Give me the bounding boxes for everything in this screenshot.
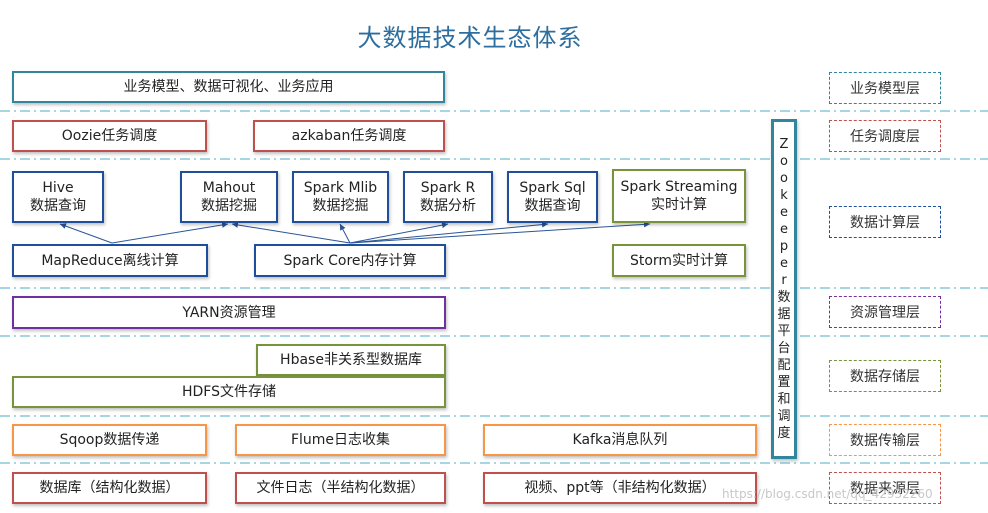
hive-name: Hive (42, 180, 74, 196)
box-sqoop: Sqoop数据传递 (12, 424, 207, 456)
zk-char: p (779, 239, 789, 254)
box-hbase: Hbase非关系型数据库 (256, 344, 446, 376)
arrow-sparkcore-to-mahout (231, 221, 351, 244)
zk-char: o (780, 171, 788, 186)
zk-char: 调 (777, 409, 791, 424)
layer-dividers (0, 110, 988, 464)
box-hive: Hive 数据查询 (12, 171, 104, 223)
mlib-role: 数据挖掘 (312, 198, 369, 214)
sparkr-role: 数据分析 (420, 198, 476, 214)
watermark-text: https://blog.csdn.net/qq_42932260 (722, 487, 933, 501)
box-storm: Storm实时计算 (612, 244, 746, 277)
arrow-sparkcore-to-sparkr (349, 222, 449, 244)
mahout-role: 数据挖掘 (201, 198, 257, 214)
arrow-sparkcore-to-streaming (349, 221, 651, 244)
sparkr-name: Spark R (420, 180, 476, 196)
box-spark-streaming: Spark Streaming 实时计算 (612, 169, 746, 223)
box-video-ppt: 视频、ppt等（非结构化数据） (483, 472, 757, 504)
layer-label-source: 数据来源层 (829, 472, 941, 504)
zk-char: r (781, 273, 787, 288)
layer-label-model: 业务模型层 (829, 72, 941, 104)
streaming-name: Spark Streaming (620, 179, 738, 195)
zk-char: 和 (777, 392, 791, 407)
zk-char: 度 (777, 426, 791, 441)
zk-char: k (780, 188, 788, 203)
zk-char: o (780, 154, 788, 169)
zk-char: 置 (777, 375, 791, 390)
layer-label-transfer: 数据传输层 (829, 424, 941, 456)
layer-label-compute: 数据计算层 (829, 206, 941, 238)
zk-char: e (780, 222, 788, 237)
diagram-title: 大数据技术生态体系 (357, 24, 583, 52)
box-flume: Flume日志收集 (235, 424, 446, 456)
dependency-arrows (59, 221, 651, 244)
streaming-role: 实时计算 (651, 197, 707, 213)
sparksql-role: 数据查询 (524, 198, 581, 214)
arrow-sparkcore-to-mlib (339, 223, 351, 244)
box-kafka: Kafka消息队列 (483, 424, 757, 456)
arrow-mapreduce-to-mahout (111, 222, 229, 244)
zk-char: 数 (777, 290, 791, 305)
box-mapreduce: MapReduce离线计算 (12, 244, 208, 277)
layer-label-storage: 数据存储层 (829, 360, 941, 392)
box-oozie: Oozie任务调度 (12, 120, 207, 152)
zk-char: 据 (777, 307, 791, 322)
box-business-model: 业务模型、数据可视化、业务应用 (12, 71, 445, 103)
arrow-mapreduce-to-hive (59, 223, 113, 244)
box-spark-core: Spark Core内存计算 (254, 244, 446, 277)
box-hdfs: HDFS文件存储 (12, 376, 446, 408)
arrow-sparkcore-to-sparksql (349, 221, 549, 244)
zk-char: Z (779, 137, 789, 152)
mahout-name: Mahout (202, 180, 256, 196)
zk-char: e (780, 256, 788, 271)
box-mahout: Mahout 数据挖掘 (180, 171, 278, 223)
hive-role: 数据查询 (30, 198, 86, 214)
layer-label-schedule: 任务调度层 (829, 120, 941, 152)
box-azkaban: azkaban任务调度 (253, 120, 445, 152)
box-zookeeper: Z o o k e e p e r 数 据 平 台 配 置 和 调 度 (771, 119, 797, 459)
box-spark-mlib: Spark Mlib 数据挖掘 (292, 171, 389, 223)
box-file-log: 文件日志（半结构化数据） (235, 472, 446, 504)
zk-char: 平 (777, 324, 791, 339)
mlib-name: Spark Mlib (303, 180, 378, 196)
zk-char: e (780, 205, 788, 220)
zk-char: 台 (777, 341, 791, 356)
sparksql-name: Spark Sql (519, 180, 586, 196)
layer-label-resource: 资源管理层 (829, 296, 941, 328)
box-spark-r: Spark R 数据分析 (403, 171, 493, 223)
box-yarn: YARN资源管理 (12, 296, 446, 329)
zk-char: 配 (777, 358, 791, 373)
box-database: 数据库（结构化数据） (12, 472, 207, 504)
box-spark-sql: Spark Sql 数据查询 (507, 171, 598, 223)
